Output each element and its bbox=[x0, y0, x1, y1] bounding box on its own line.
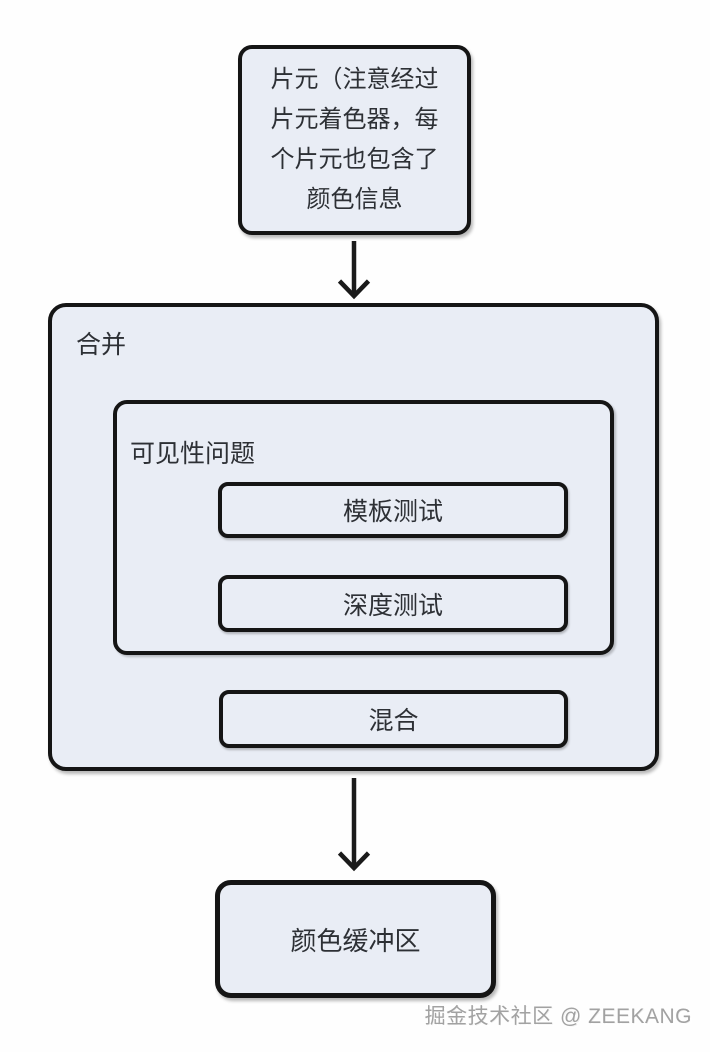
color-buffer-node: 颜色缓冲区 bbox=[215, 880, 496, 998]
fragment-node: 片元（注意经过 片元着色器，每 个片元也包含了 颜色信息 bbox=[238, 45, 471, 235]
blend-label: 混合 bbox=[368, 707, 419, 735]
fragment-node-text-line: 片元（注意经过 bbox=[270, 66, 439, 93]
merge-group-label: 合并 bbox=[76, 331, 127, 359]
color-buffer-label: 颜色缓冲区 bbox=[290, 925, 421, 956]
stencil-test-label: 模板测试 bbox=[342, 498, 443, 526]
visibility-group-label: 可见性问题 bbox=[130, 440, 256, 468]
arrow-down-icon bbox=[334, 239, 374, 301]
watermark: 掘金技术社区 @ ZEEKANG bbox=[424, 1005, 692, 1028]
fragment-node-text-line: 颜色信息 bbox=[306, 186, 403, 213]
depth-test-label: 深度测试 bbox=[342, 591, 443, 620]
arrow-down-icon bbox=[334, 776, 374, 873]
fragment-node-text-line: 片元着色器，每 bbox=[270, 106, 439, 133]
depth-test-node: 深度测试 bbox=[218, 575, 568, 632]
stencil-test-node: 模板测试 bbox=[218, 482, 568, 538]
fragment-node-text-line: 个片元也包含了 bbox=[270, 146, 439, 173]
blend-node: 混合 bbox=[219, 690, 568, 748]
